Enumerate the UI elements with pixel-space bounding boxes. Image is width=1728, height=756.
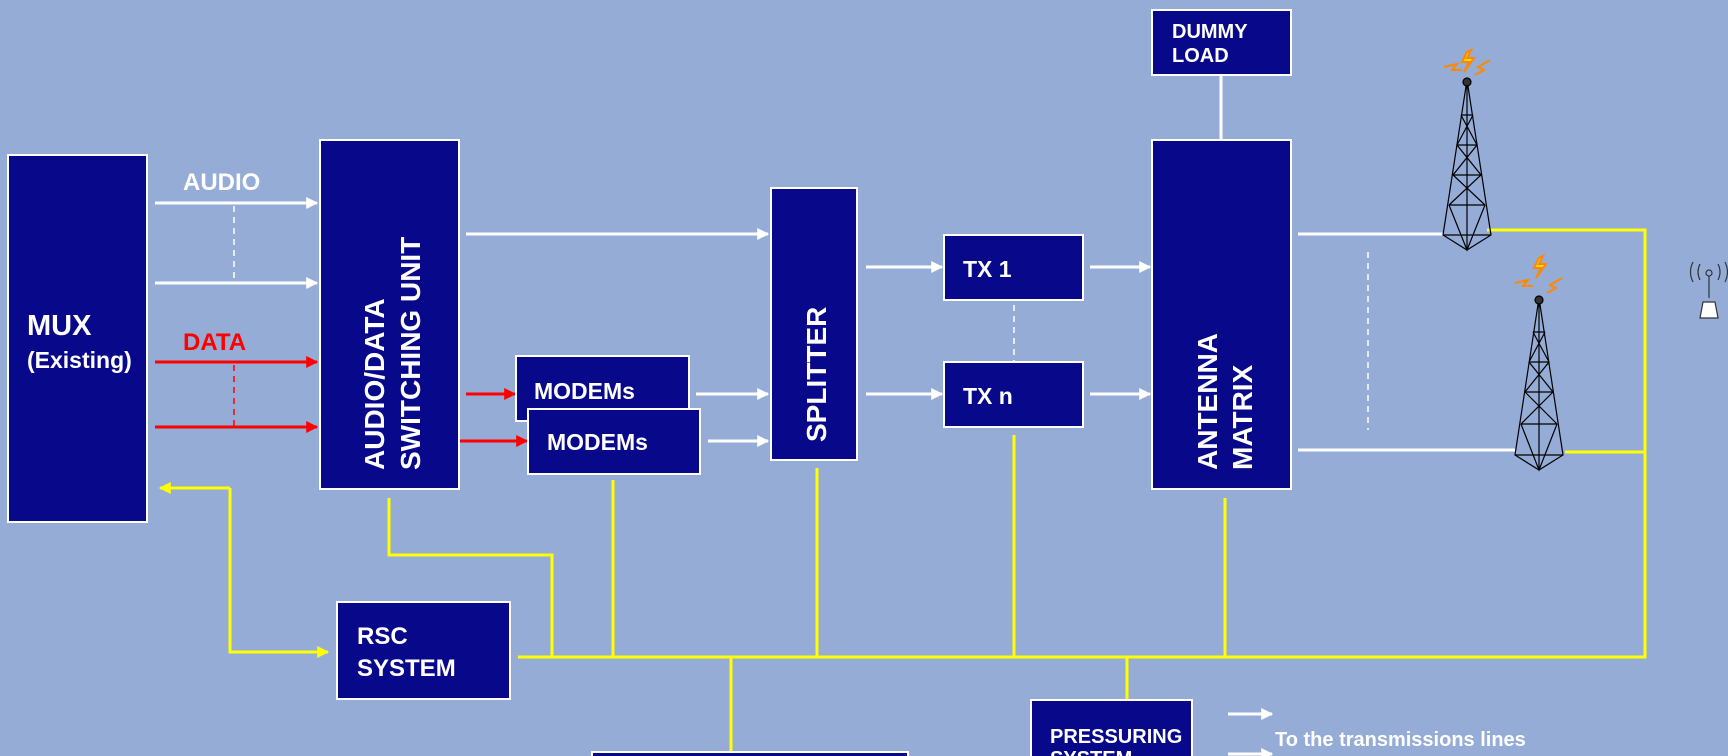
switching-unit-block: AUDIO/DATA SWITCHING UNIT — [319, 139, 460, 490]
control-bus — [158, 228, 1647, 756]
control-bus-main-line — [518, 228, 1647, 659]
mux-title: MUX — [27, 310, 92, 342]
dashed-connectors — [233, 206, 1369, 430]
data-arrows — [155, 356, 529, 447]
mux-subtitle: (Existing) — [27, 347, 132, 373]
antenna-matrix-line2: MATRIX — [1227, 364, 1258, 470]
tx1-label: TX 1 — [963, 256, 1012, 282]
rsc-system-line1: RSC — [357, 623, 408, 650]
dummy-load-line2: LOAD — [1172, 45, 1229, 67]
dummy-load-line1: DUMMY — [1172, 21, 1248, 43]
control-rsc-arrow — [228, 488, 330, 658]
antenna-matrix-block: ANTENNA MATRIX — [1151, 139, 1292, 490]
antenna-matrix-line1: ANTENNA — [1192, 333, 1223, 470]
txn-block: TX n — [943, 361, 1084, 428]
audio-label: AUDIO — [183, 169, 260, 196]
pressuring-system-line1: PRESSURING — [1050, 726, 1182, 748]
pressuring-system-block: PRESSURING SYSTEM — [1030, 699, 1193, 756]
bottom-block-partial — [591, 751, 909, 756]
rsc-system-block: RSC SYSTEM — [336, 601, 511, 700]
switching-unit-line2: SWITCHING UNIT — [395, 237, 426, 470]
switching-unit-line1: AUDIO/DATA — [359, 298, 390, 470]
tower-1-icon — [1442, 77, 1492, 252]
control-switch-line — [387, 498, 554, 657]
data-label: DATA — [183, 329, 246, 356]
modem-1-label: MODEMs — [534, 378, 635, 404]
splitter-block: SPLITTER — [770, 187, 858, 461]
tower-2-signal-icon — [1514, 253, 1563, 294]
tower-2-icon — [1514, 295, 1564, 472]
transmission-lines-label: To the transmissions lines — [1275, 729, 1526, 751]
signal-arrows — [155, 75, 1515, 756]
splitter-label: SPLITTER — [801, 307, 832, 442]
txn-label: TX n — [963, 383, 1013, 409]
mux-block: MUX (Existing) — [7, 154, 148, 523]
broadcast-antenna-icon — [1689, 261, 1728, 319]
dummy-load-block: DUMMY LOAD — [1151, 9, 1292, 76]
rsc-system-line2: SYSTEM — [357, 655, 456, 682]
modem-2-label: MODEMs — [547, 429, 648, 455]
tower-1-signal-icon — [1443, 47, 1491, 76]
modem-block-2: MODEMs — [527, 408, 701, 475]
pressuring-system-line2: SYSTEM — [1050, 748, 1132, 756]
tx1-block: TX 1 — [943, 234, 1084, 301]
